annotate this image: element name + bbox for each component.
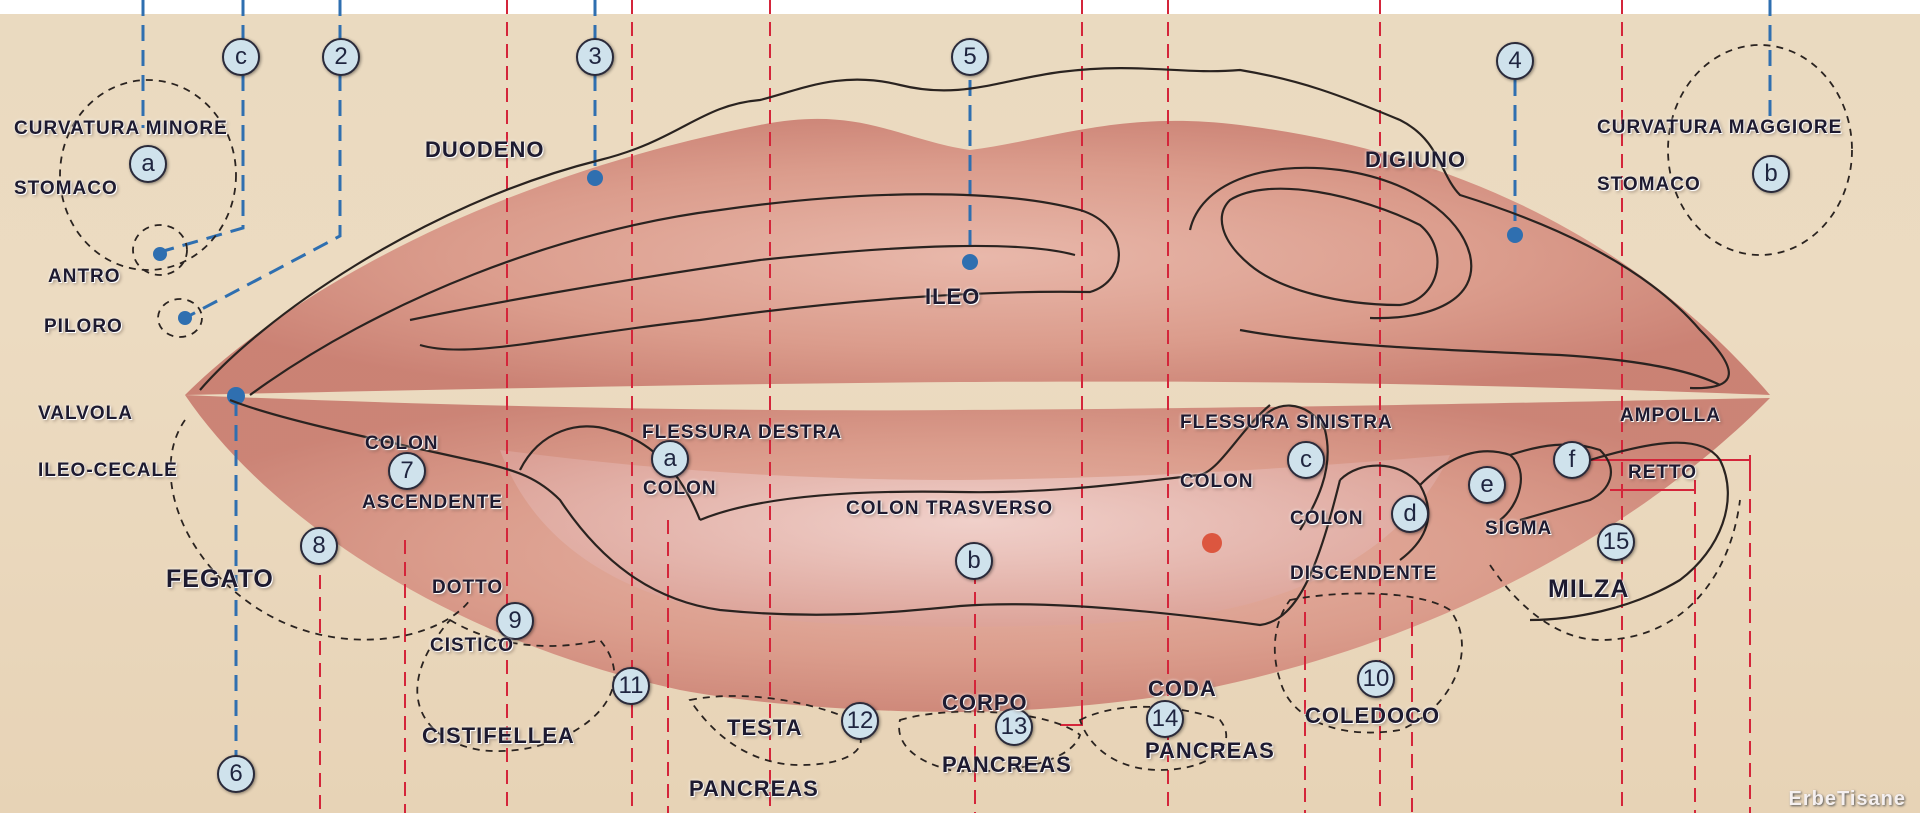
- label-sigma: SIGMA: [1485, 518, 1552, 540]
- label-valvola: VALVOLA: [38, 403, 133, 425]
- marker-5: 5: [951, 38, 989, 76]
- label-colon-ascendente-1: COLON: [365, 433, 439, 455]
- marker-10: 10: [1357, 660, 1395, 698]
- label-testa: TESTA: [727, 715, 802, 741]
- label-curvatura-maggiore: CURVATURA MAGGIORE: [1597, 117, 1842, 139]
- label-stomaco-left: STOMACO: [14, 178, 118, 200]
- label-curvatura-minore: CURVATURA MINORE: [14, 118, 228, 140]
- label-fegato: FEGATO: [166, 565, 274, 594]
- label-retto: RETTO: [1628, 462, 1697, 484]
- label-dotto: DOTTO: [432, 577, 503, 599]
- marker-e-colon: e: [1468, 466, 1506, 504]
- marker-3: 3: [576, 38, 614, 76]
- label-pancreas-corpo: PANCREAS: [942, 752, 1072, 778]
- label-pancreas-coda: PANCREAS: [1145, 738, 1275, 764]
- label-duodeno: DUODENO: [425, 137, 544, 163]
- marker-c-top: c: [222, 38, 260, 76]
- label-corpo: CORPO: [942, 690, 1028, 716]
- label-discendente: DISCENDENTE: [1290, 563, 1437, 585]
- label-colon-flessura-sinistra: COLON: [1180, 471, 1254, 493]
- marker-2: 2: [322, 38, 360, 76]
- watermark: ErbeTisane: [1789, 788, 1906, 811]
- label-cistifellea: CISTIFELLEA: [422, 723, 575, 749]
- label-milza: MILZA: [1548, 575, 1629, 604]
- marker-d-colon: d: [1391, 495, 1429, 533]
- label-colon-trasverso: COLON TRASVERSO: [846, 498, 1053, 520]
- label-cistico: CISTICO: [430, 635, 514, 657]
- label-ampolla: AMPOLLA: [1620, 405, 1721, 427]
- marker-8: 8: [300, 527, 338, 565]
- marker-6: 6: [217, 755, 255, 793]
- label-coledoco: COLEDOCO: [1305, 703, 1440, 729]
- marker-a-stomach: a: [129, 145, 167, 183]
- label-ileo: ILEO: [925, 284, 980, 310]
- label-digiuno: DIGIUNO: [1365, 147, 1466, 173]
- red-spot: [1202, 533, 1222, 553]
- label-ileo-cecale: ILEO-CECALE: [38, 460, 178, 482]
- label-colon-ascendente-2: ASCENDENTE: [362, 492, 503, 514]
- marker-7: 7: [388, 452, 426, 490]
- marker-f-colon: f: [1553, 441, 1591, 479]
- marker-12: 12: [841, 702, 879, 740]
- label-piloro: PILORO: [44, 316, 123, 338]
- label-flessura-destra: FLESSURA DESTRA: [642, 422, 842, 444]
- label-flessura-sinistra: FLESSURA SINISTRA: [1180, 412, 1393, 434]
- label-antro: ANTRO: [48, 266, 121, 288]
- marker-11: 11: [612, 667, 650, 705]
- marker-c-colon: c: [1287, 441, 1325, 479]
- label-colon-flessura-destra: COLON: [643, 478, 717, 500]
- marker-4: 4: [1496, 42, 1534, 80]
- label-colon-discendente-1: COLON: [1290, 508, 1364, 530]
- label-pancreas-testa: PANCREAS: [689, 776, 819, 802]
- marker-b-stomach: b: [1752, 155, 1790, 193]
- label-coda: CODA: [1148, 676, 1217, 702]
- marker-14: 14: [1146, 700, 1184, 738]
- label-stomaco-right: STOMACO: [1597, 174, 1701, 196]
- marker-15: 15: [1597, 523, 1635, 561]
- marker-a-colon: a: [651, 440, 689, 478]
- marker-b-colon: b: [955, 542, 993, 580]
